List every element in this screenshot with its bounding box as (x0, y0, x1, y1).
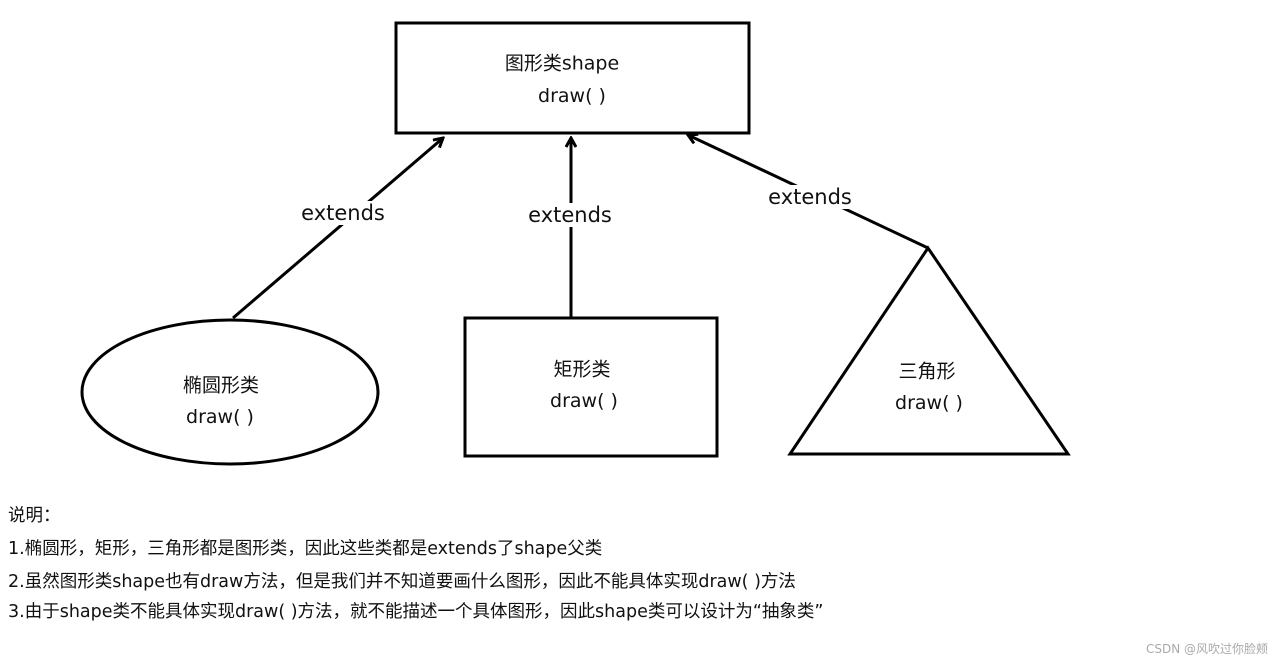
parent-class-method: draw( ) (538, 85, 606, 107)
note-line-3: 3.由于shape类不能具体实现draw( )方法，就不能描述一个具体图形，因此… (8, 602, 824, 622)
parent-class-box (394, 21, 751, 135)
rectangle-class-method: draw( ) (550, 390, 618, 412)
triangle-class-method: draw( ) (895, 392, 963, 414)
extends-label-ellipse: extends (297, 201, 389, 225)
rectangle-class-title: 矩形类 (553, 358, 611, 381)
parent-class-title: 图形类shape (504, 52, 620, 75)
extends-arrow-ellipse (232, 138, 443, 320)
ellipse-class-shape (80, 318, 380, 466)
extends-label-rectangle: extends (524, 203, 616, 227)
rectangle-class-box (463, 316, 719, 458)
triangle-class-title: 三角形 (898, 360, 956, 383)
extends-label-triangle: extends (764, 185, 856, 209)
watermark: CSDN @风吹过你脸颊 (1145, 642, 1268, 656)
ellipse-class-title: 椭圆形类 (182, 374, 260, 397)
notes-heading: 说明： (8, 506, 61, 526)
ellipse-class-method: draw( ) (186, 406, 254, 428)
triangle-class-shape (787, 245, 1071, 456)
note-line-1: 1.椭圆形，矩形，三角形都是图形类，因此这些类都是extends了shape父类 (8, 539, 603, 559)
note-line-2: 2.虽然图形类shape也有draw方法，但是我们并不知道要画什么图形，因此不能… (8, 572, 796, 592)
